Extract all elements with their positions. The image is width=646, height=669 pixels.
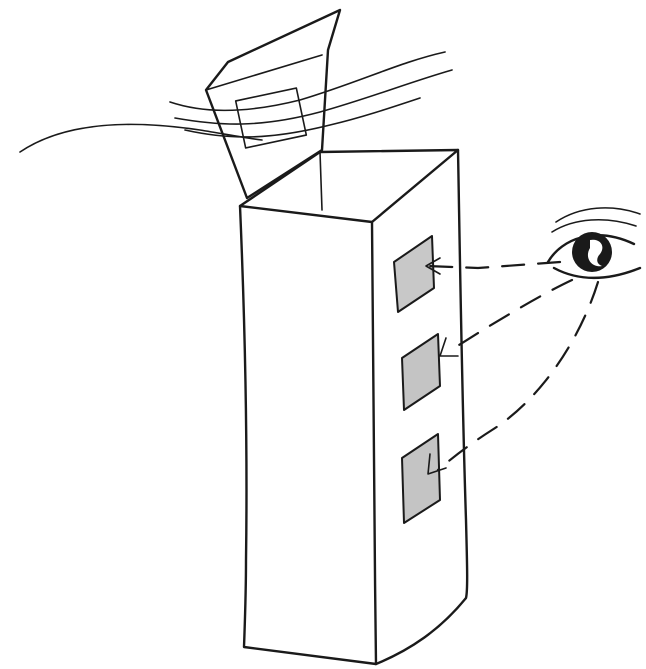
box-right-face (376, 150, 467, 664)
sight-line-middle (448, 280, 572, 352)
box-body (240, 150, 467, 664)
sight-line-top (428, 262, 560, 268)
eyelid-crease (552, 220, 636, 232)
eye-icon (548, 208, 640, 278)
side-panel-top (394, 236, 434, 312)
sight-lines (426, 258, 598, 474)
side-panel-middle (402, 334, 440, 410)
side-panels (394, 236, 440, 523)
side-panel-bottom (402, 434, 440, 523)
box-top-opening (240, 150, 458, 222)
box-front-face (240, 206, 376, 664)
airflow-line-left (20, 124, 262, 152)
lid-flap-fold (206, 55, 322, 90)
box-inner-corner (320, 152, 322, 210)
arrowhead-middle (440, 338, 458, 356)
